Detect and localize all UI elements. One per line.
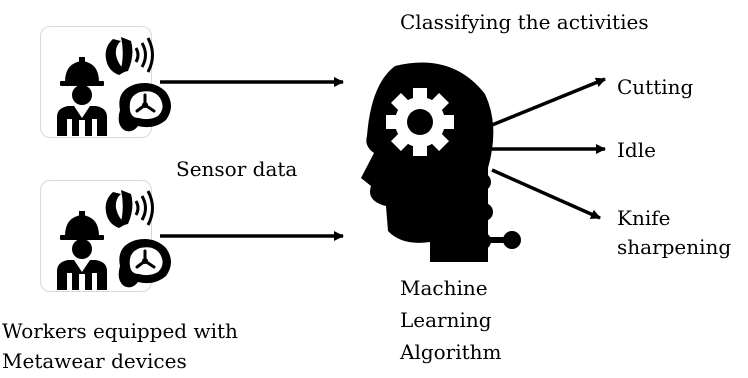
wristband-icon [104,188,154,230]
arrow-to-knife-sharpening [491,168,601,220]
activity-knife-line2: sharpening [617,235,732,259]
algorithm-label-line2: Learning [400,308,492,332]
worker-icon [57,57,107,136]
algorithm-label-line1: Machine [400,276,488,300]
meat-icon [117,237,173,289]
activity-knife-line1: Knife [617,206,671,230]
algorithm-label-line3: Algorithm [400,340,502,364]
diagram-title: Classifying the activities [400,10,649,34]
activity-idle: Idle [617,138,656,162]
meat-icon [117,81,173,133]
workers-label-line1: Workers equipped with [2,319,238,343]
activity-cutting: Cutting [617,75,694,99]
sensor-data-label: Sensor data [176,157,298,181]
workers-label-line2: Metawear devices [2,349,187,373]
wristband-icon [104,35,154,77]
ai-head-gear-circuit-icon [361,62,521,262]
arrow-to-cutting [491,77,606,127]
worker-icon [57,211,107,290]
